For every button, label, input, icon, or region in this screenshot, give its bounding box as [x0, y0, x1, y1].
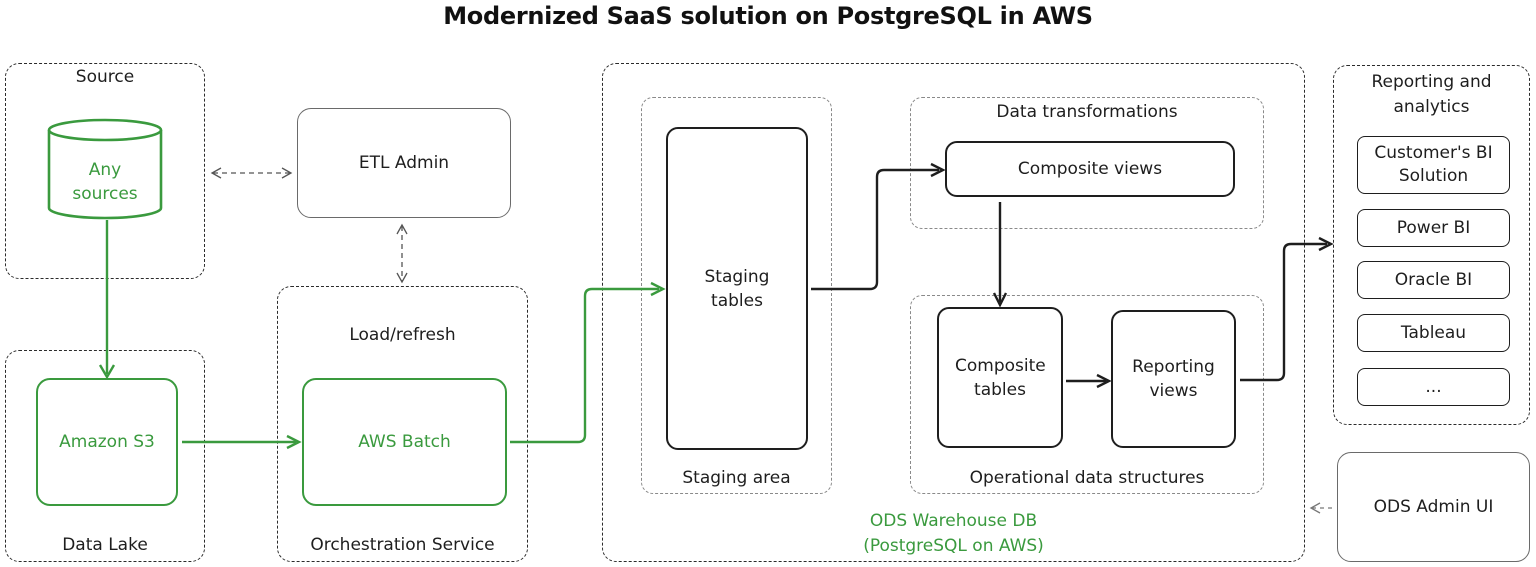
data-transformations-group [910, 97, 1264, 229]
bi-item-customers: Customer's BI Solution [1357, 136, 1510, 194]
orchestration-group [277, 286, 528, 562]
staging-area-label: Staging area [682, 468, 791, 488]
diagram-title: Modernized SaaS solution on PostgreSQL i… [443, 2, 1093, 30]
reporting-views-box: Reporting views [1111, 310, 1236, 448]
warehouse-label-line2: (PostgreSQL on AWS) [863, 536, 1044, 556]
source-group [5, 63, 205, 279]
staging-to-views-arrow [811, 168, 939, 291]
bi-item-power-bi: Power BI [1357, 209, 1510, 247]
etl-source-arrowheads [210, 167, 293, 179]
warehouse-group [602, 63, 1305, 562]
bi-item-more: ... [1357, 368, 1510, 406]
load-refresh-label: Load/refresh [349, 325, 456, 345]
aws-batch-label: AWS Batch [358, 432, 451, 452]
reporting-label: Reporting and analytics [1371, 72, 1492, 117]
bi-item-tableau: Tableau [1357, 314, 1510, 352]
staging-tables-box: Staging tables [666, 127, 808, 450]
bi-item-label: ... [1425, 377, 1442, 397]
source-label: Source [75, 67, 135, 87]
reporting-to-bi-arrow [1240, 242, 1327, 382]
orchestration-label: Orchestration Service [310, 535, 495, 555]
warehouse-label-line1: ODS Warehouse DB [869, 511, 1038, 531]
composite-tables-label: Composite tables [955, 355, 1046, 400]
s3-to-batch-arrowhead [286, 434, 302, 450]
bi-item-oracle-bi: Oracle BI [1357, 261, 1510, 299]
composite-tables-box: Composite tables [937, 307, 1063, 448]
bi-item-label: Oracle BI [1394, 270, 1473, 290]
ods-admin-ui-box: ODS Admin UI [1337, 452, 1530, 562]
operational-label: Operational data structures [969, 468, 1205, 488]
reporting-to-bi-arrowhead [1318, 236, 1334, 252]
etl-admin-label: ETL Admin [358, 153, 450, 173]
tables-to-reporting-arrowhead [1096, 373, 1112, 389]
batch-to-staging-arrowhead [650, 281, 666, 297]
etl-orchestration-arrowheads [396, 223, 408, 284]
composite-views-label: Composite views [1017, 159, 1163, 179]
data-lake-group [5, 350, 205, 562]
reporting-views-label: Reporting views [1132, 357, 1215, 401]
staging-area-group [641, 97, 832, 494]
ods-admin-ui-label: ODS Admin UI [1373, 497, 1494, 517]
bi-item-label: Tableau [1400, 323, 1467, 343]
ods-admin-arrowhead [1309, 502, 1321, 514]
bi-item-label: Power BI [1396, 218, 1471, 238]
composite-views-box: Composite views [945, 141, 1235, 197]
operational-group [910, 295, 1264, 494]
staging-tables-label: Staging tables [704, 266, 770, 311]
bi-item-label: Customer's BI Solution [1374, 143, 1493, 186]
etl-admin-box: ETL Admin [297, 108, 511, 218]
data-transformations-label: Data transformations [996, 102, 1178, 122]
amazon-s3-label: Amazon S3 [59, 432, 155, 452]
source-to-s3-arrowhead [98, 364, 116, 380]
reporting-group [1333, 65, 1530, 425]
staging-to-views-arrowhead [930, 162, 946, 178]
views-to-tables-arrowhead [992, 292, 1008, 308]
any-sources-label: Any sources [72, 160, 138, 204]
batch-to-staging-arrow [510, 287, 659, 444]
data-lake-label: Data Lake [62, 535, 148, 555]
aws-batch-box: AWS Batch [302, 378, 507, 506]
